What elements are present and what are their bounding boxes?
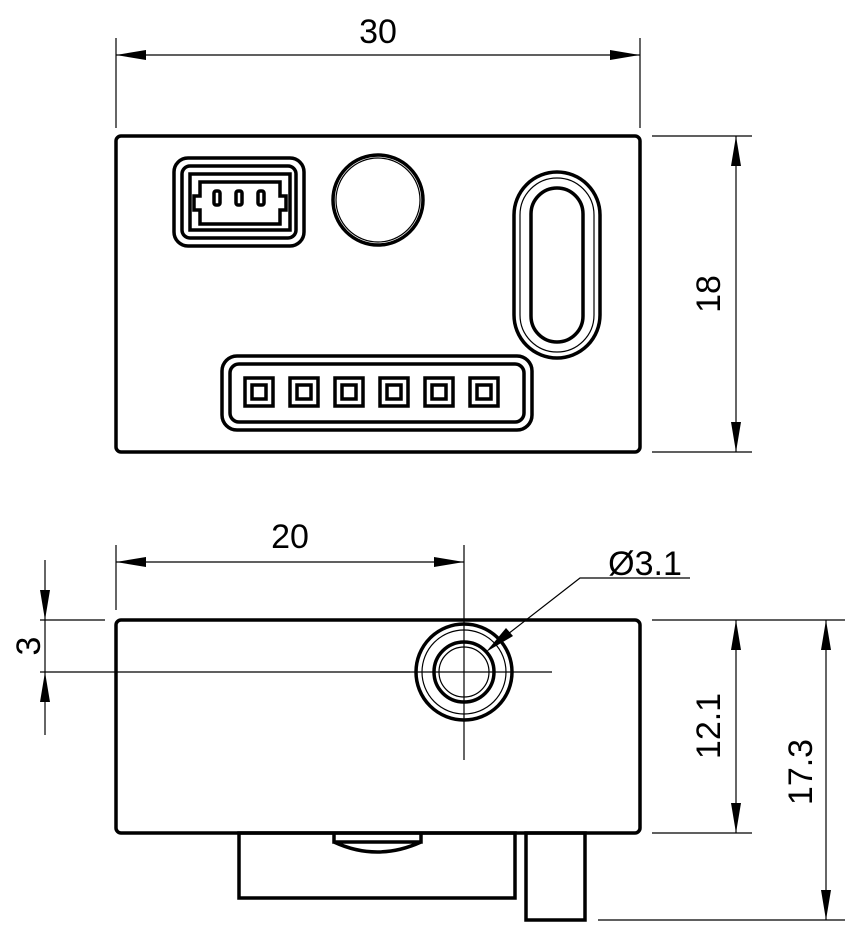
jst-connector bbox=[172, 156, 306, 248]
arrow-icon bbox=[821, 620, 831, 650]
dimension-body-height: 12.1 bbox=[652, 619, 845, 834]
pin-square bbox=[288, 376, 320, 408]
dimension-hole-y: 3 bbox=[10, 560, 410, 735]
arrow-icon bbox=[610, 50, 640, 60]
arrow-icon bbox=[40, 672, 50, 702]
arrow-icon bbox=[116, 557, 146, 567]
top-body-outline bbox=[114, 134, 642, 454]
oval-slot bbox=[512, 170, 602, 360]
pin-square bbox=[333, 376, 365, 408]
arrow-icon bbox=[731, 136, 741, 166]
arrow-icon bbox=[116, 50, 146, 60]
arrow-icon bbox=[434, 557, 464, 567]
dimension-height: 18 bbox=[652, 135, 752, 453]
pin-square bbox=[378, 376, 410, 408]
arrow-icon bbox=[731, 620, 741, 650]
dimension-label-diameter: Ø3.1 bbox=[608, 545, 682, 583]
front-body-outline bbox=[114, 618, 642, 835]
front-view: 20 Ø3.1 3 12.1 bbox=[10, 518, 845, 922]
dimension-label-hole-x: 20 bbox=[271, 518, 309, 556]
round-window bbox=[331, 153, 425, 247]
pin-square bbox=[423, 376, 455, 408]
lens-bump bbox=[332, 833, 423, 854]
side-post bbox=[524, 831, 587, 922]
dimension-hole-diameter: Ø3.1 bbox=[486, 545, 690, 652]
arrow-icon bbox=[486, 628, 513, 652]
bottom-block bbox=[237, 831, 517, 900]
arrow-icon bbox=[731, 422, 741, 452]
dimension-label-hole-y: 3 bbox=[10, 637, 48, 656]
dimension-hole-x: 20 bbox=[115, 518, 464, 610]
dimension-label-body-height: 12.1 bbox=[690, 693, 728, 759]
dimension-label-height: 18 bbox=[690, 275, 728, 313]
arrow-icon bbox=[731, 803, 741, 833]
arrow-icon bbox=[821, 890, 831, 920]
dimension-width: 30 bbox=[115, 13, 641, 128]
arrow-icon bbox=[40, 590, 50, 620]
pin-square bbox=[243, 376, 275, 408]
pin-square bbox=[468, 376, 500, 408]
top-view: 30 18 bbox=[114, 13, 752, 454]
dimension-label-width: 30 bbox=[359, 13, 397, 51]
dimension-label-overall-height: 17.3 bbox=[782, 739, 820, 805]
dimension-overall-height: 17.3 bbox=[598, 620, 845, 921]
pin-header bbox=[220, 354, 534, 432]
